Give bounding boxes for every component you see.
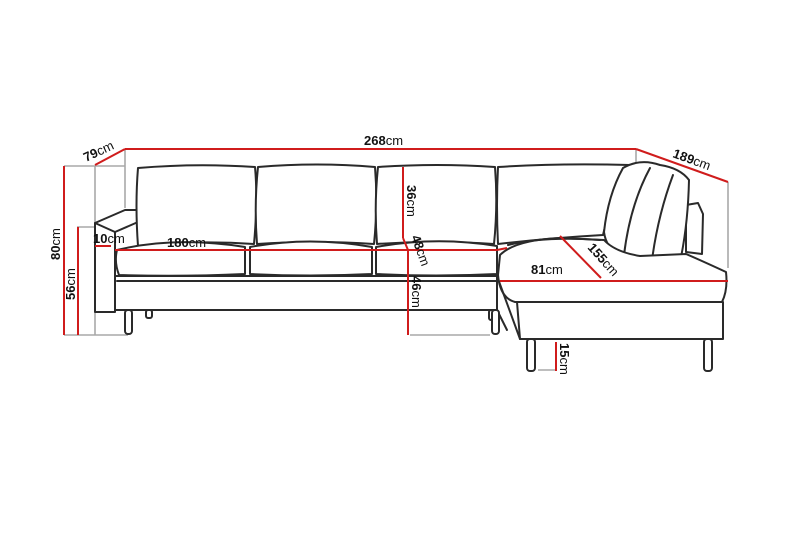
chaise-backrest	[603, 161, 704, 263]
label-total-width: 268cm	[364, 133, 403, 148]
label-arm-height: 56cm	[63, 268, 78, 300]
dimension-lines	[63, 148, 729, 371]
label-seat-width: 180cm	[167, 235, 206, 250]
label-back-height: 36cm	[404, 185, 419, 217]
label-chaise-length: 189cm	[671, 146, 713, 173]
label-depth-left: 79cm	[81, 138, 116, 165]
sofa-base	[114, 275, 498, 311]
legs	[124, 309, 713, 372]
dimension-labels: 268cm 79cm 189cm 80cm 56cm 10cm 180cm 36…	[48, 133, 713, 375]
label-leg-height: 15cm	[557, 343, 572, 375]
label-seat-height: 46cm	[409, 276, 424, 308]
back-cushions	[135, 163, 631, 247]
label-chaise-width: 81cm	[531, 262, 563, 277]
label-seat-depth: 48cm	[408, 233, 433, 268]
chaise	[496, 237, 728, 340]
left-armrest	[94, 209, 139, 313]
label-total-height: 80cm	[48, 228, 63, 260]
label-arm-width: 10cm	[93, 231, 125, 246]
